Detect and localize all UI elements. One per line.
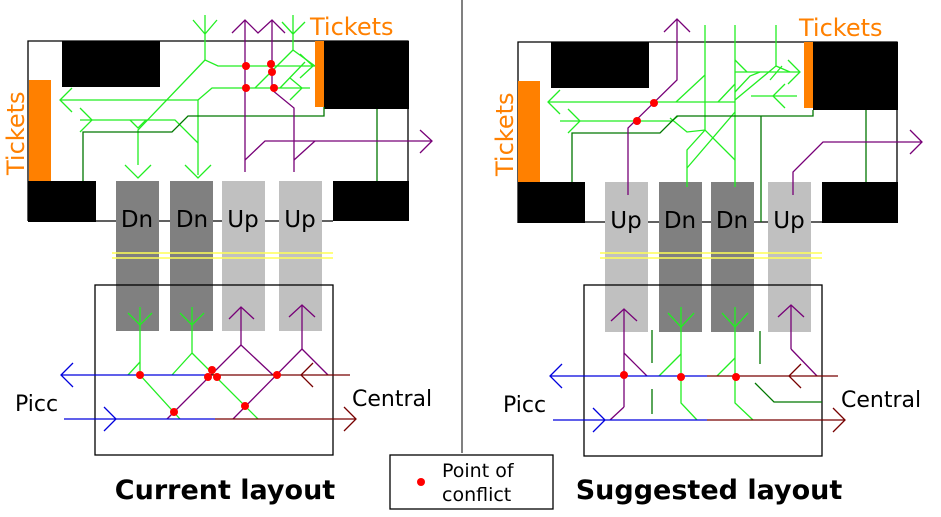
wall-block	[62, 41, 160, 87]
platform-concourse-outline	[583, 284, 823, 457]
ticket-barrier-side	[29, 80, 51, 181]
conflict-dot	[268, 68, 276, 76]
escalator-label: Dn	[716, 208, 748, 234]
dark-green-flow-paths	[571, 110, 867, 222]
tickets-label-side: Tickets	[491, 92, 519, 177]
conflict-dot-legend-icon	[417, 478, 425, 486]
ticket-barrier-top	[315, 41, 324, 107]
wall-block	[28, 181, 96, 222]
legend: Point of conflict	[389, 454, 554, 510]
escalator-label: Dn	[176, 207, 208, 233]
tickets-label-side: Tickets	[2, 91, 30, 176]
central-line-label: Central	[841, 388, 921, 413]
legend-label-line2: conflict	[442, 484, 511, 506]
conflict-dot	[213, 373, 221, 381]
escalator-up	[605, 182, 648, 332]
escalator-label: Dn	[664, 208, 696, 234]
conflict-dot	[270, 84, 278, 92]
conflict-dot	[241, 402, 249, 410]
central-line-label: Central	[352, 387, 432, 412]
conflict-dot	[677, 373, 685, 381]
escalator-down	[711, 182, 754, 332]
wall-block	[518, 182, 585, 223]
wall-block	[813, 42, 898, 110]
platform-concourse-outline	[94, 284, 334, 456]
up-flow-paths-lower	[609, 304, 818, 421]
escalator-up	[768, 182, 811, 332]
conflict-dot	[267, 60, 275, 68]
escalator-up	[222, 181, 265, 331]
escalator-1: Dn	[116, 181, 159, 331]
dark-green-flow-paths	[82, 107, 378, 181]
escalator-4: Up	[768, 182, 811, 332]
conflict-dot	[170, 408, 178, 416]
escalator-label: Up	[610, 208, 641, 234]
up-flow-paths-upper	[231, 19, 433, 172]
current-layout-caption: Current layout	[115, 475, 336, 506]
escalator-down	[170, 181, 213, 331]
current-layout-panel: Tickets Tickets Dn Dn Up Up	[2, 13, 433, 506]
escalator-down	[116, 181, 159, 331]
wall-block	[324, 41, 409, 109]
escalator-3: Dn	[711, 182, 754, 332]
escalator-2: Dn	[170, 181, 213, 331]
conflict-points-suggested	[620, 99, 740, 381]
escalator-up	[279, 181, 322, 331]
conflict-dot	[650, 99, 658, 107]
escalator-label: Up	[227, 207, 258, 233]
wall-block	[822, 182, 898, 223]
conflict-dot	[242, 84, 250, 92]
suggested-layout-caption: Suggested layout	[576, 475, 843, 506]
ticket-barrier-top	[804, 42, 813, 108]
ticket-barrier-side	[518, 81, 540, 182]
conflict-dot	[208, 366, 216, 374]
suggested-layout-panel: Tickets Tickets Up Dn Dn Up	[491, 14, 923, 506]
wall-block	[551, 42, 649, 88]
down-flow-paths-lower	[658, 307, 754, 421]
escalator-label: Up	[773, 208, 804, 234]
legend-label-line1: Point of	[442, 460, 515, 482]
wall-block	[333, 181, 409, 221]
tickets-label-top: Tickets	[309, 13, 394, 41]
conflict-points-current	[136, 60, 281, 416]
escalator-3: Up	[222, 181, 265, 331]
line-flows	[549, 363, 846, 433]
tickets-label-top: Tickets	[798, 14, 883, 42]
escalator-1: Up	[605, 182, 648, 332]
dark-green-flow-paths-lower	[651, 330, 822, 414]
picc-line-label: Picc	[503, 393, 546, 418]
escalator-label: Up	[284, 207, 315, 233]
conflict-dot	[242, 62, 250, 70]
conflict-dot	[620, 371, 628, 379]
concourse-outline	[27, 40, 409, 221]
escalator-4: Up	[279, 181, 322, 331]
conflict-dot	[732, 373, 740, 381]
escalator-label: Dn	[121, 207, 153, 233]
picc-line-label: Picc	[15, 392, 58, 417]
conflict-dot	[204, 373, 212, 381]
down-flow-paths	[59, 15, 316, 179]
conflict-dot	[633, 117, 641, 125]
conflict-dot	[136, 371, 144, 379]
conflict-dot	[273, 371, 281, 379]
